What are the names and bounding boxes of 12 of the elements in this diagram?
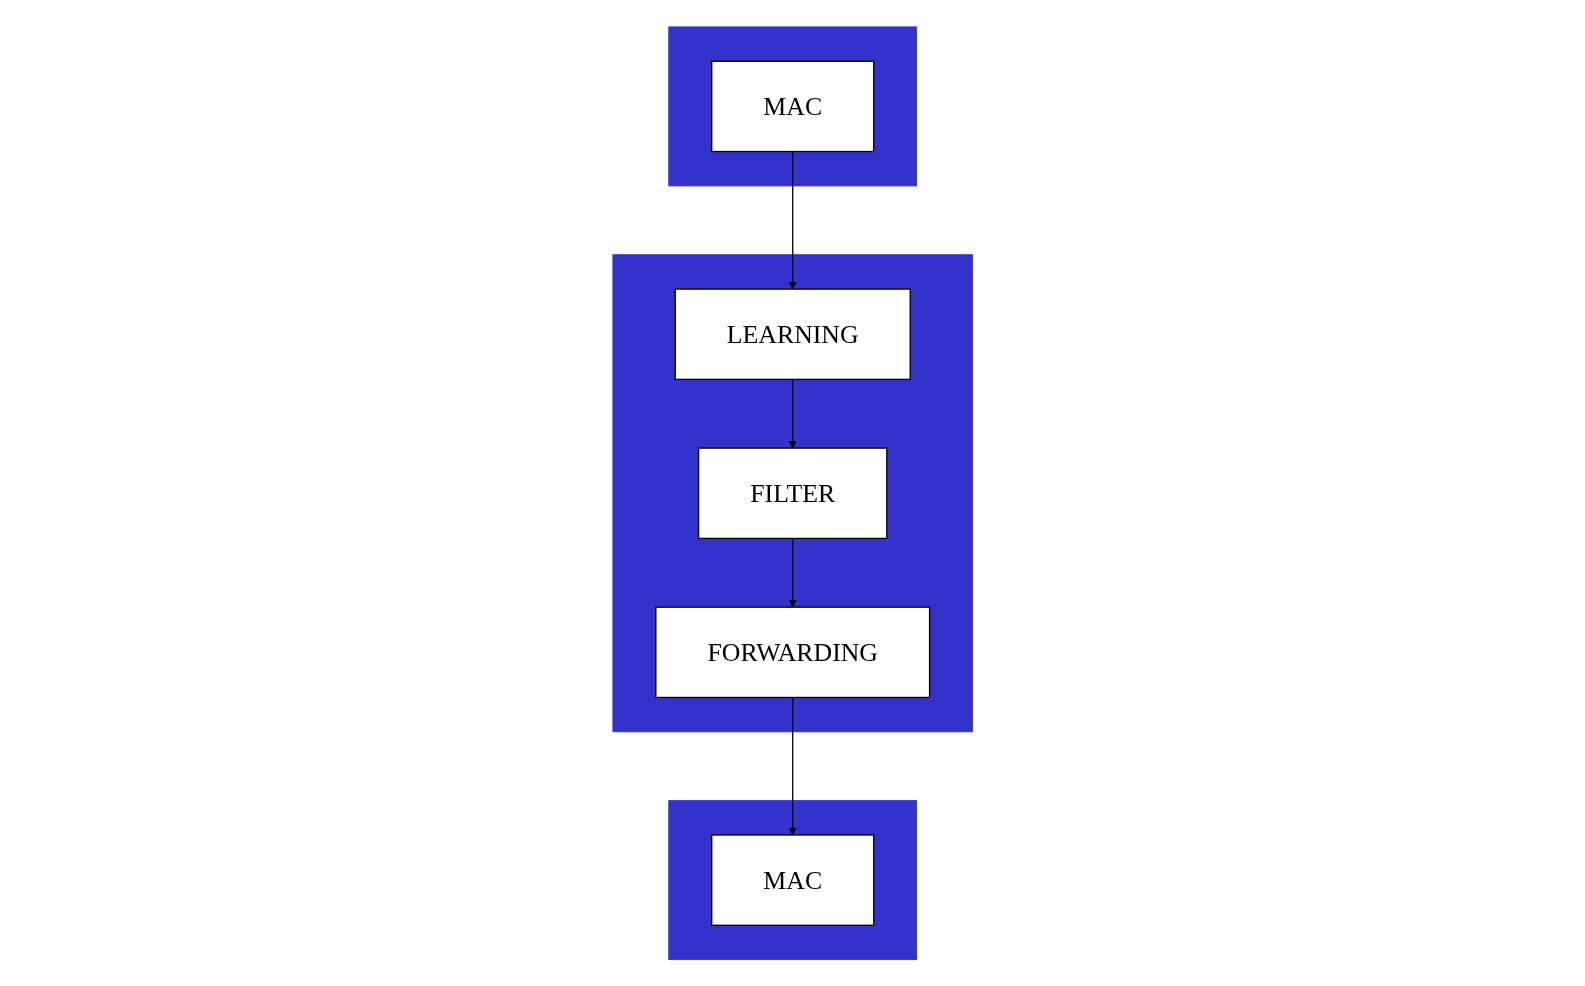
arrow — [788, 696, 797, 836]
node-box: LEARNING — [674, 288, 911, 380]
node-box: MAC — [710, 60, 875, 152]
cluster — [612, 254, 973, 732]
node-box: MAC — [710, 834, 875, 926]
cluster — [668, 26, 917, 187]
cluster — [668, 799, 917, 960]
node-box: FORWARDING — [655, 606, 930, 698]
arrow — [788, 378, 797, 449]
node-box: FILTER — [697, 447, 888, 539]
arrow — [788, 537, 797, 608]
arrow — [788, 150, 797, 290]
